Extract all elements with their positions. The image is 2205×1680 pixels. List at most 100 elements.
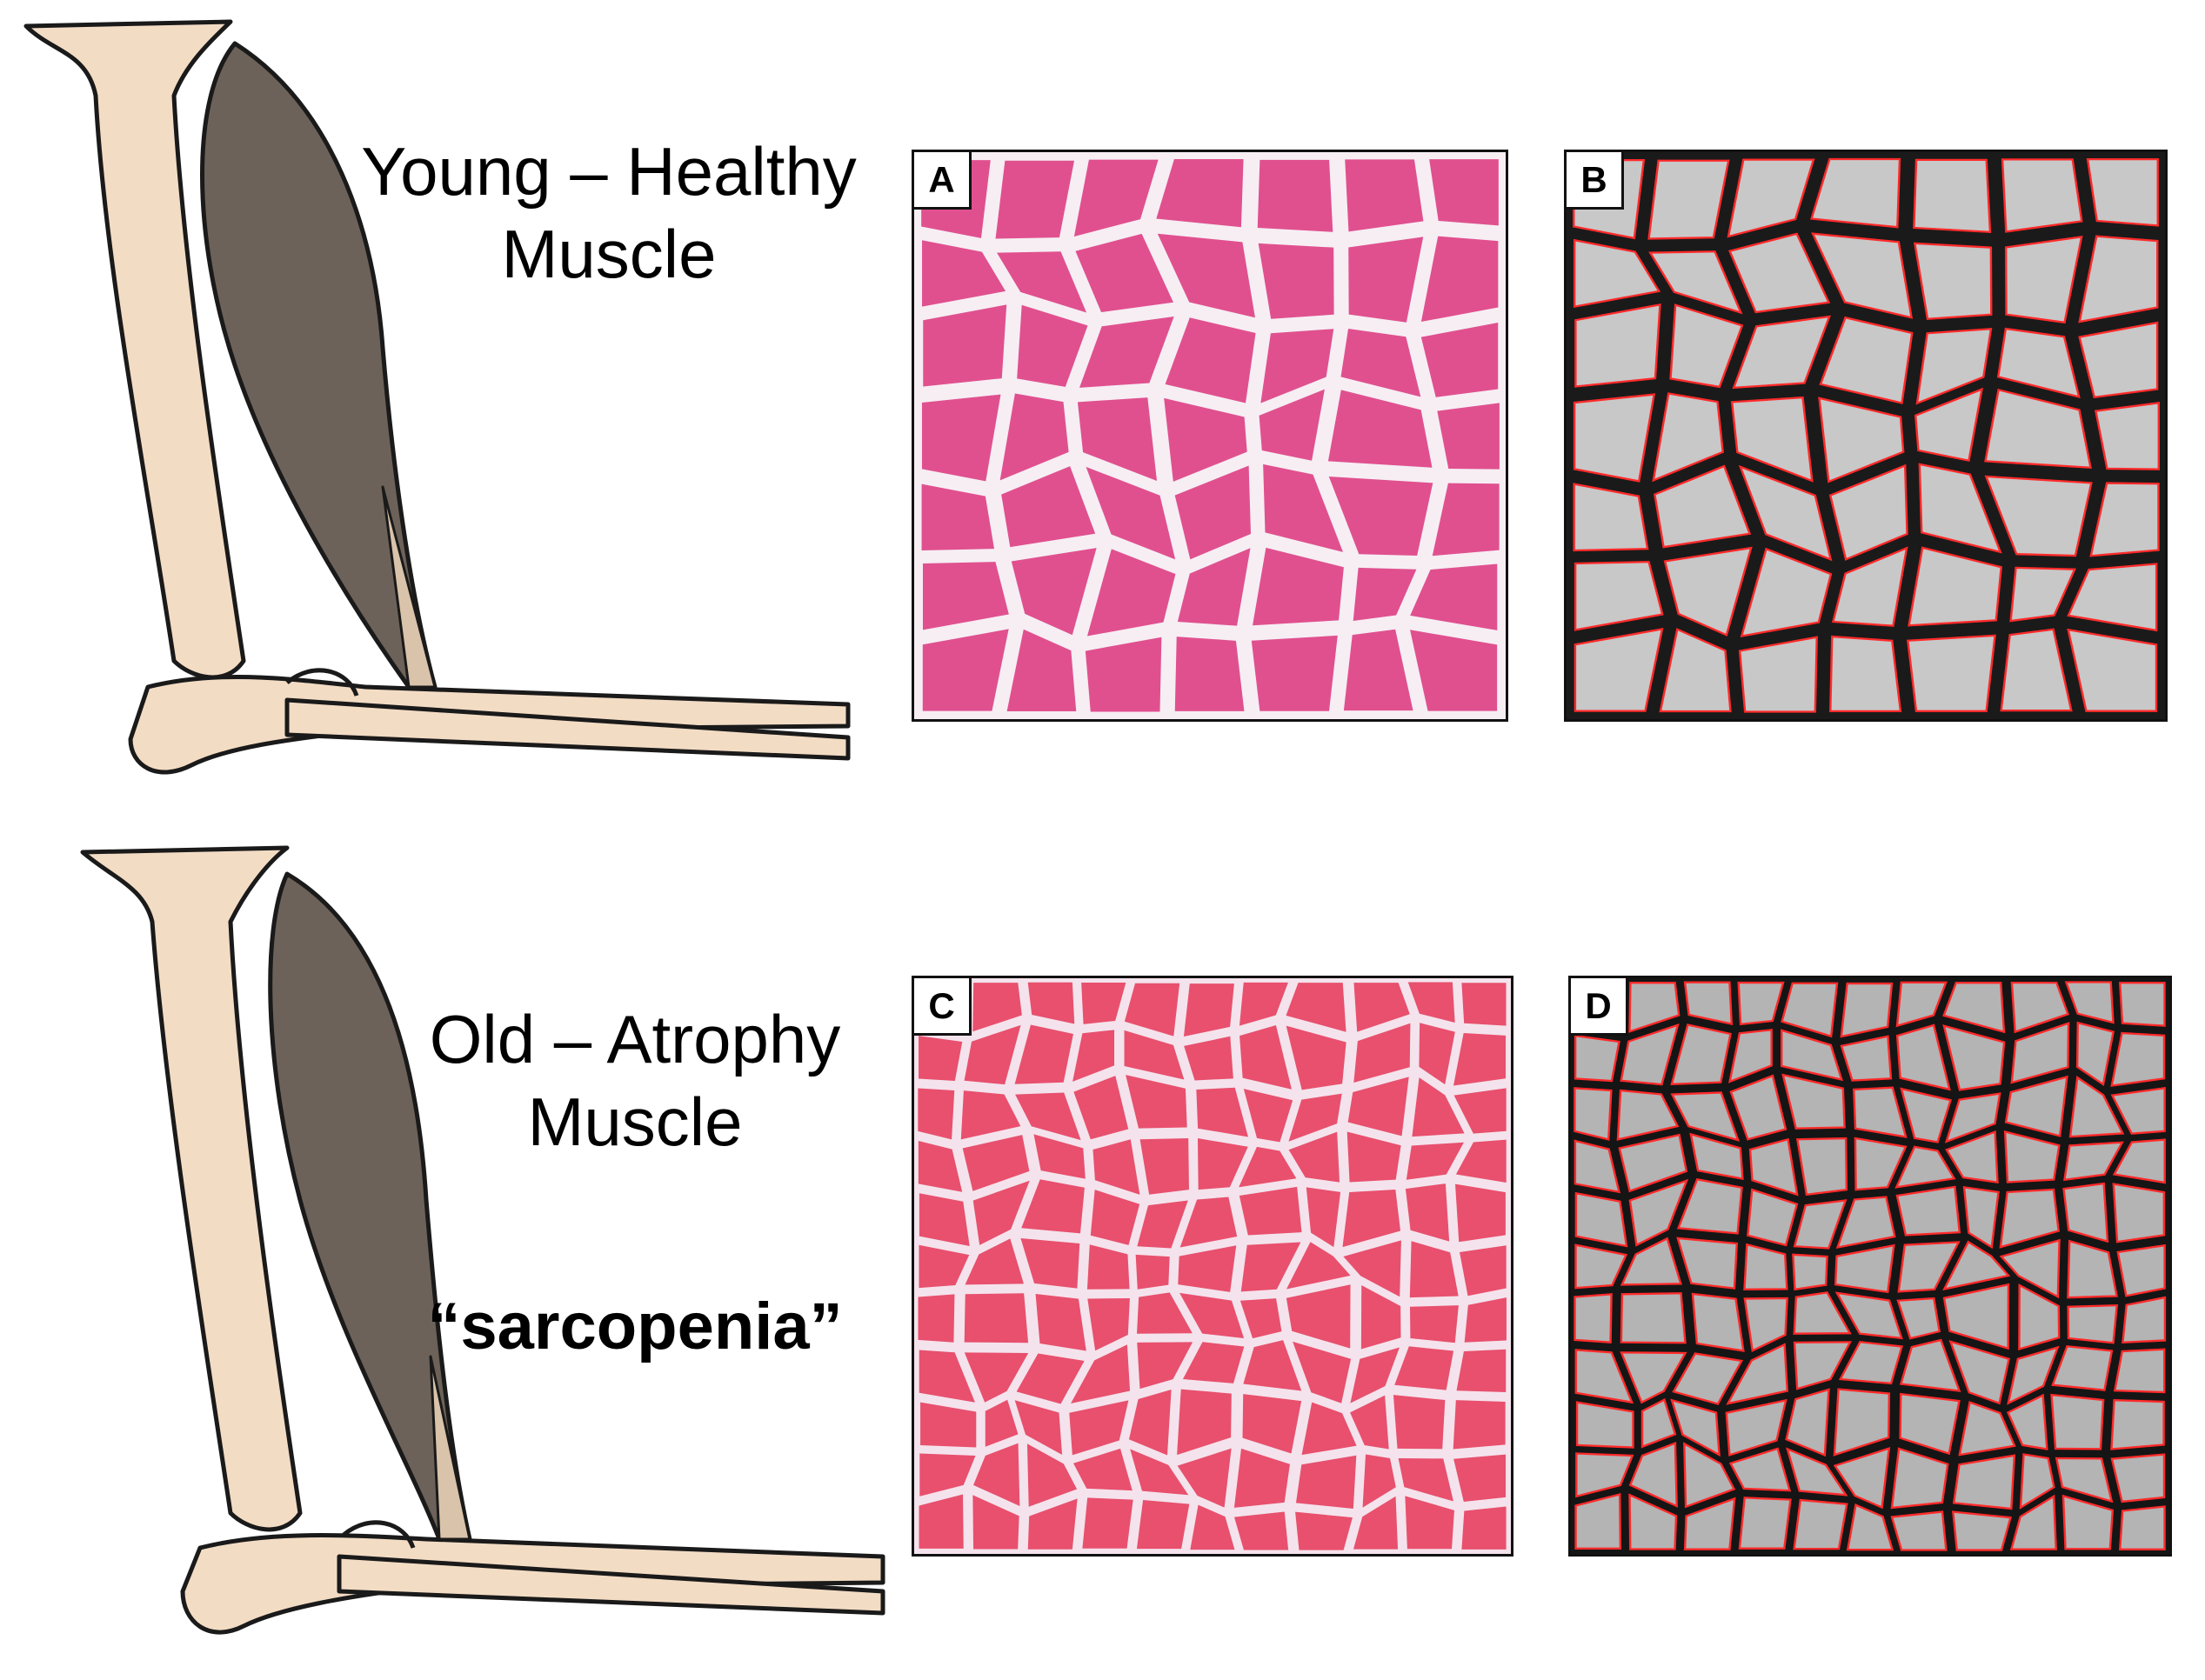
muscle-fiber <box>999 393 1069 481</box>
muscle-fiber <box>2075 1021 2115 1087</box>
muscle-fiber <box>1174 465 1251 560</box>
muscle-fiber <box>2094 402 2160 470</box>
muscle-fiber <box>2064 981 2115 1024</box>
muscle-fiber <box>1574 1293 1613 1343</box>
muscle-fiber <box>2113 1348 2166 1394</box>
muscle-fiber <box>1730 396 1814 483</box>
muscle-fiber <box>1124 1030 1185 1080</box>
muscle-fiber <box>1616 1089 1680 1141</box>
muscle-fiber <box>1738 464 1833 562</box>
muscle-fiber <box>1659 628 1732 713</box>
muscle-fiber <box>1575 1401 1634 1449</box>
muscle-fiber <box>1135 1254 1170 1290</box>
muscle-fiber <box>1958 1401 2016 1457</box>
muscle-fiber <box>1676 1237 1739 1290</box>
muscle-fiber <box>2078 235 2159 323</box>
muscle-fiber <box>1628 1493 1678 1550</box>
muscle-fiber <box>1952 1454 2016 1510</box>
muscle-fiber <box>1895 1185 1961 1237</box>
muscle-fiber <box>2055 1457 2114 1503</box>
muscle-fiber <box>1654 464 1752 549</box>
muscle-fiber <box>2001 158 2083 233</box>
muscle-fiber <box>1793 1291 1852 1335</box>
muscle-fiber <box>1072 1030 1115 1082</box>
muscle-fiber <box>1353 1496 1399 1550</box>
muscle-fiber <box>1136 1500 1190 1550</box>
muscle-fiber <box>1017 304 1088 387</box>
muscle-fiber <box>1460 1245 1507 1297</box>
old-caption-line2: Muscle <box>527 1083 743 1161</box>
muscle-fiber <box>1895 981 1948 1028</box>
muscle-fiber <box>1899 1392 1961 1456</box>
muscle-fiber <box>1672 1352 1744 1405</box>
muscle-fiber <box>1620 1351 1687 1404</box>
muscle-fiber <box>922 240 1006 307</box>
muscle-fiber <box>919 1193 970 1246</box>
muscle-fiber <box>1346 1131 1401 1183</box>
muscle-fiber <box>1071 1344 1131 1404</box>
muscle-fiber <box>1014 1400 1063 1456</box>
muscle-fiber <box>965 1238 1024 1285</box>
muscle-fiber <box>1260 329 1334 403</box>
muscle-fiber <box>2110 1031 2166 1087</box>
muscle-fiber <box>1944 1092 2001 1143</box>
muscle-fiber <box>2009 566 2076 623</box>
muscle-fiber <box>1952 1510 2012 1551</box>
muscle-fiber <box>1915 327 1993 405</box>
muscle-fiber <box>1896 1297 1941 1340</box>
muscle-fiber <box>1027 1498 1078 1550</box>
muscle-fiber <box>2068 1076 2125 1138</box>
muscle-fiber <box>1573 238 1661 309</box>
muscle-fiber <box>1410 563 1498 630</box>
muscle-fiber <box>1895 1023 1951 1091</box>
muscle-fiber <box>2050 1393 2105 1450</box>
muscle-fiber <box>1828 463 1908 561</box>
muscle-fiber <box>1743 1243 1788 1290</box>
muscle-fiber <box>1732 315 1831 390</box>
muscle-fiber <box>918 1141 963 1192</box>
muscle-fiber <box>1182 1342 1245 1383</box>
muscle-fiber <box>919 1453 976 1497</box>
muscle-fiber <box>1461 983 1507 1026</box>
muscle-fiber <box>1945 1130 1999 1184</box>
muscle-fiber <box>1574 1034 1620 1083</box>
muscle-fiber <box>1907 634 1996 712</box>
muscle-fiber <box>2116 1243 2166 1297</box>
muscle-fiber <box>1738 636 1818 713</box>
muscle-fiber <box>1073 1448 1133 1491</box>
muscle-fiber <box>1156 159 1244 228</box>
muscle-fiber <box>1087 1298 1130 1351</box>
muscle-fiber <box>1455 1139 1507 1183</box>
muscle-fiber <box>1831 546 1908 627</box>
muscle-fiber <box>1137 1342 1193 1390</box>
muscle-fiber <box>1890 1447 1949 1510</box>
muscle-fiber <box>964 1293 1029 1343</box>
muscle-fiber <box>1184 1036 1233 1081</box>
muscle-fiber <box>1890 1510 1948 1551</box>
muscle-fiber <box>1573 393 1656 483</box>
muscle-fiber <box>1394 1346 1454 1390</box>
panel-b-segmented-young: B <box>1564 150 2168 722</box>
muscle-fiber <box>1574 627 1664 712</box>
muscle-fiber <box>1727 1029 1773 1083</box>
muscle-fiber <box>1727 232 1831 314</box>
muscle-fiber <box>1683 1442 1736 1509</box>
muscle-fiber <box>1179 1197 1238 1248</box>
muscle-fiber <box>1288 1093 1342 1142</box>
muscle-fiber <box>1962 1186 2000 1250</box>
muscle-fiber <box>2067 1303 2119 1344</box>
muscle-fiber <box>1243 1340 1302 1391</box>
muscle-fiber <box>1647 159 1730 240</box>
muscle-fiber <box>1942 982 2006 1034</box>
muscle-fiber <box>1348 237 1424 323</box>
muscle-fiber <box>1620 1292 1687 1344</box>
muscle-fiber <box>1015 1092 1081 1141</box>
muscle-fiber <box>964 1352 1029 1403</box>
muscle-fiber <box>2007 1345 2060 1405</box>
muscle-fiber <box>1738 1497 1792 1550</box>
muscle-fiber <box>1174 637 1245 711</box>
muscle-fiber <box>1628 982 1680 1033</box>
muscle-fiber <box>1328 476 1433 557</box>
muscle-fiber <box>1016 1353 1085 1404</box>
muscle-fiber <box>1253 547 1344 626</box>
